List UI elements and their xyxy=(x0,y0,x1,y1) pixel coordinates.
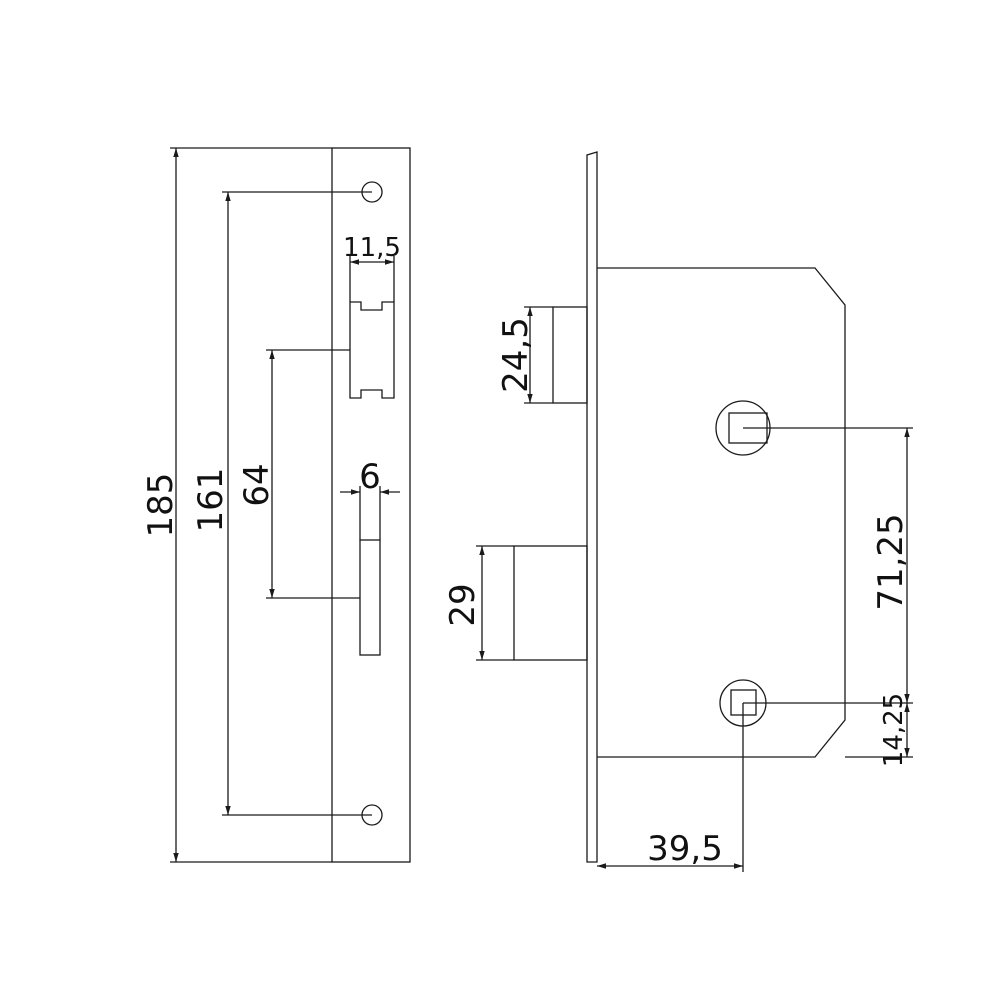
dimension-161: 161 xyxy=(191,191,372,816)
lock-side-view: 24,5 29 71,25 14,25 39,5 xyxy=(443,151,913,872)
side-faceplate xyxy=(586,151,598,863)
dimension-64: 64 xyxy=(237,349,360,599)
dimension-29: 29 xyxy=(443,545,514,661)
lock-body xyxy=(597,267,846,758)
faceplate-front-view: 185 161 64 11,5 6 xyxy=(141,147,411,863)
latch-bolt xyxy=(552,306,588,404)
dimension-6: 6 xyxy=(340,457,400,540)
dim-label-29: 29 xyxy=(443,583,483,626)
latch-opening xyxy=(349,301,395,399)
dimension-11-5: 11,5 xyxy=(343,233,401,302)
dimension-185: 185 xyxy=(141,147,332,863)
bolt-opening xyxy=(359,539,381,656)
faceplate-outline xyxy=(331,147,411,863)
dim-label-71-25: 71,25 xyxy=(871,513,911,610)
dim-label-64: 64 xyxy=(237,463,277,506)
dim-label-11-5: 11,5 xyxy=(343,233,401,263)
dim-label-39-5: 39,5 xyxy=(647,829,723,869)
dimension-24-5: 24,5 xyxy=(496,306,553,404)
dim-label-24-5: 24,5 xyxy=(496,317,536,393)
dim-label-14-25: 14,25 xyxy=(879,693,909,767)
dimension-14-25: 14,25 xyxy=(845,693,913,767)
dimension-39-5: 39,5 xyxy=(597,703,744,872)
dim-label-161: 161 xyxy=(191,468,231,533)
dim-label-185: 185 xyxy=(141,473,181,538)
dead-bolt xyxy=(513,545,588,661)
dimension-71-25: 71,25 xyxy=(743,427,913,704)
dim-label-6: 6 xyxy=(359,457,381,497)
